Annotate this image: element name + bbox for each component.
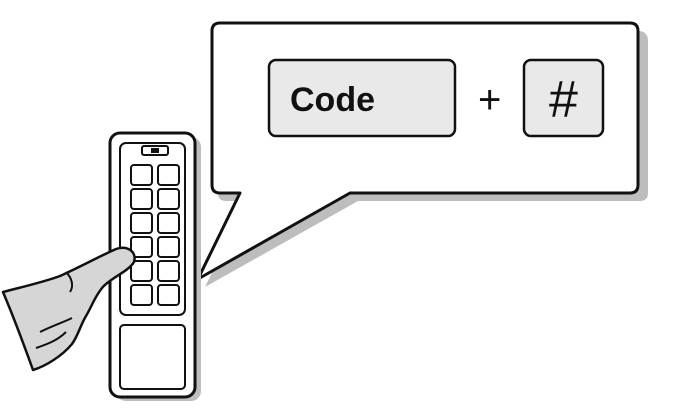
keypad-key [158,285,179,305]
speech-bubble: Code + # [198,23,648,287]
hash-label: # [549,71,578,129]
keypad-key [131,261,152,281]
keypad-key [158,213,179,233]
keypad-key [131,165,152,185]
plus-sign: + [478,78,501,122]
keypad-key [158,237,179,257]
keypad-key [131,285,152,305]
keypad-key [158,189,179,209]
status-indicator-dot [151,148,159,153]
code-label: Code [290,81,375,119]
keypad-key [131,189,152,209]
keypad-key [131,213,152,233]
keypad-key [158,165,179,185]
keypad-key [158,261,179,281]
device-bottom-window [120,325,185,389]
